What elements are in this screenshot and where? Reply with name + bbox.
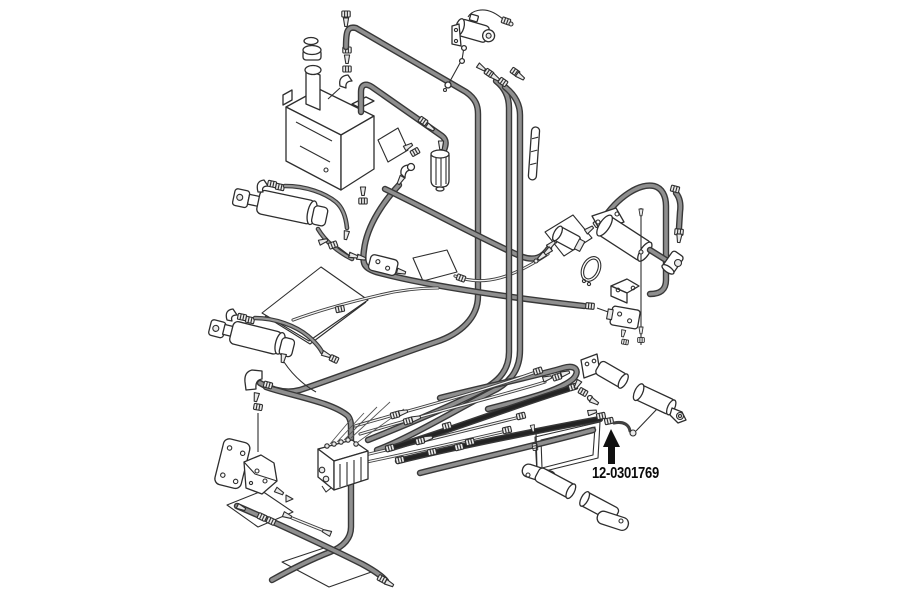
breather-fitting-stack <box>327 10 353 100</box>
drain-plug <box>358 186 368 205</box>
steering-cylinder-lower <box>208 308 340 393</box>
dark-hose-callout <box>394 415 604 465</box>
tank-outlet-hose <box>381 185 563 262</box>
return-hose <box>357 81 449 154</box>
hydraulic-pump <box>243 454 294 503</box>
inlet-valve <box>533 225 586 264</box>
dark-hose-upper <box>384 385 572 453</box>
anchor-cylinder-2 <box>579 491 630 532</box>
trim-cylinder-assembly <box>533 207 684 346</box>
filler-neck <box>304 64 322 111</box>
mounting-panel <box>261 266 369 345</box>
tee-plate <box>412 249 458 282</box>
oil-filter <box>430 149 450 192</box>
mounting-bracket <box>610 278 640 304</box>
motor-wire <box>467 9 514 27</box>
junction-block <box>606 305 641 346</box>
hose-clamp <box>580 256 602 287</box>
trim-cylinder <box>591 207 684 275</box>
filler-cap <box>302 36 322 61</box>
pump-mount-plate <box>214 438 251 490</box>
cylinder-mount-plate <box>544 214 593 257</box>
elbow-fitting <box>244 369 274 452</box>
right-hose-arc <box>583 182 670 298</box>
valve-leader-lines <box>329 401 405 445</box>
short-bottom-hose <box>281 511 333 537</box>
trim-anchor-cylinder <box>632 383 687 424</box>
callout-hose-fitting <box>587 408 658 437</box>
control-valve-bank <box>317 401 405 493</box>
spring-pin <box>527 126 541 181</box>
electric-motor <box>451 13 496 47</box>
anchor-cylinder-1 <box>521 463 577 500</box>
oil-reservoir <box>282 88 375 191</box>
anchor-stud <box>637 208 645 345</box>
filter-elbow <box>395 162 416 186</box>
mounting-plate-a <box>226 490 294 528</box>
right-hose-stub <box>669 184 684 244</box>
callout: 12-0301769 <box>592 429 660 482</box>
motor-linkage <box>442 44 526 93</box>
anchor-cylinder-bracket <box>572 353 629 407</box>
small-mounting-plate <box>377 127 421 163</box>
callout-arrow <box>603 429 620 464</box>
gray-bundle-hose <box>416 426 597 477</box>
lower-return-hose <box>262 383 355 584</box>
tee-manifold <box>337 246 407 276</box>
long-bottom-hose <box>233 502 395 589</box>
steering-cylinder-upper <box>231 179 355 262</box>
suction-hose <box>256 24 482 395</box>
part-number-label: 12-0301769 <box>592 465 660 482</box>
